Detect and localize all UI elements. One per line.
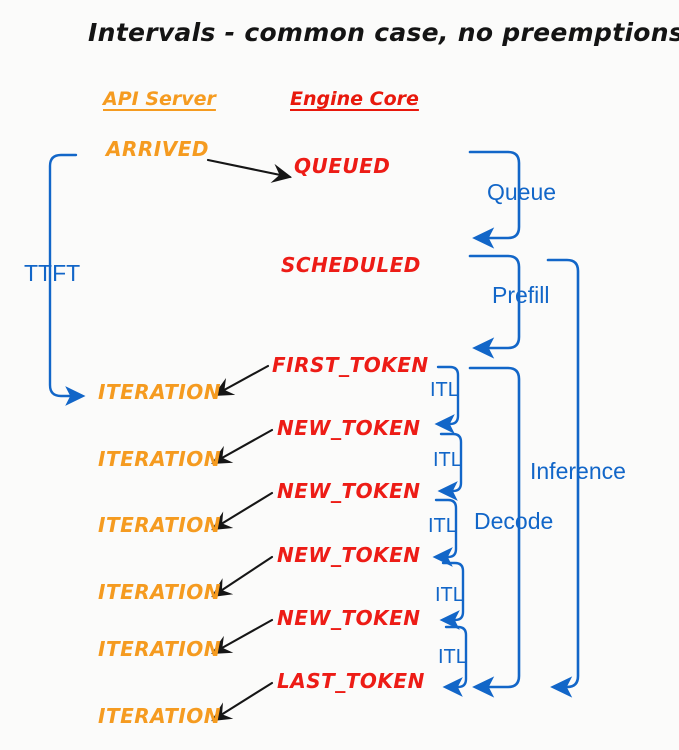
itl-bracket-0	[434, 365, 460, 434]
itl-bracket-4	[442, 625, 468, 697]
itl-bracket-3	[439, 561, 465, 630]
api-state-iteration-3: ITERATION	[98, 513, 222, 537]
engine-state-queued-0: QUEUED	[294, 154, 391, 178]
arrived-to-queued	[206, 158, 293, 183]
itl-label-4: ITL	[438, 646, 467, 668]
itl-label-1: ITL	[433, 449, 462, 471]
ttft-bracket-group	[48, 153, 86, 406]
first-token-to-iteration	[213, 364, 270, 397]
interval-label-ttft: TTFT	[24, 260, 81, 286]
engine-state-scheduled-1: SCHEDULED	[281, 253, 421, 277]
column-header-engine-core: Engine Core	[290, 88, 419, 110]
engine-state-first_token-2: FIRST_TOKEN	[272, 353, 429, 377]
inference-bracket	[546, 258, 580, 698]
state-transition-arrow-group	[206, 158, 293, 722]
api-state-iteration-6: ITERATION	[98, 704, 222, 728]
queue-bracket	[468, 150, 521, 249]
engine-state-new_token-5: NEW_TOKEN	[277, 543, 421, 567]
interval-label-decode: Decode	[474, 508, 554, 534]
interval-label-queue: Queue	[487, 179, 557, 205]
prefill-bracket	[468, 254, 521, 359]
engine-state-new_token-4: NEW_TOKEN	[277, 479, 421, 503]
itl-label-3: ITL	[435, 584, 464, 606]
interval-label-inference: Inference	[530, 458, 626, 484]
itl-label-0: ITL	[430, 379, 459, 401]
itl-bracket-group	[432, 365, 468, 697]
decode-bracket	[468, 366, 521, 698]
api-state-iteration-1: ITERATION	[98, 380, 222, 404]
engine-state-new_token-3: NEW_TOKEN	[277, 416, 421, 440]
interval-label-prefill: Prefill	[492, 282, 550, 308]
engine-state-last_token-7: LAST_TOKEN	[277, 669, 425, 693]
new-token-to-iteration-3	[211, 555, 274, 598]
itl-bracket-2	[432, 498, 458, 567]
new-token-to-iteration-4	[211, 618, 274, 655]
api-state-iteration-2: ITERATION	[98, 447, 222, 471]
itl-bracket-1	[437, 432, 463, 501]
new-token-to-iteration-1	[211, 428, 274, 465]
itl-label-2: ITL	[428, 515, 457, 537]
engine-state-new_token-6: NEW_TOKEN	[277, 606, 421, 630]
api-state-iteration-5: ITERATION	[98, 637, 222, 661]
blue-bracket-group	[468, 150, 580, 698]
ttft-bracket	[48, 153, 86, 406]
new-token-to-iteration-2	[211, 491, 274, 531]
api-state-arrived-0: ARRIVED	[106, 137, 209, 161]
last-token-to-iteration	[211, 681, 274, 722]
api-state-iteration-4: ITERATION	[98, 580, 222, 604]
column-header-api-server: API Server	[103, 88, 216, 110]
page-title: Intervals - common case, no preemptions	[88, 18, 679, 47]
